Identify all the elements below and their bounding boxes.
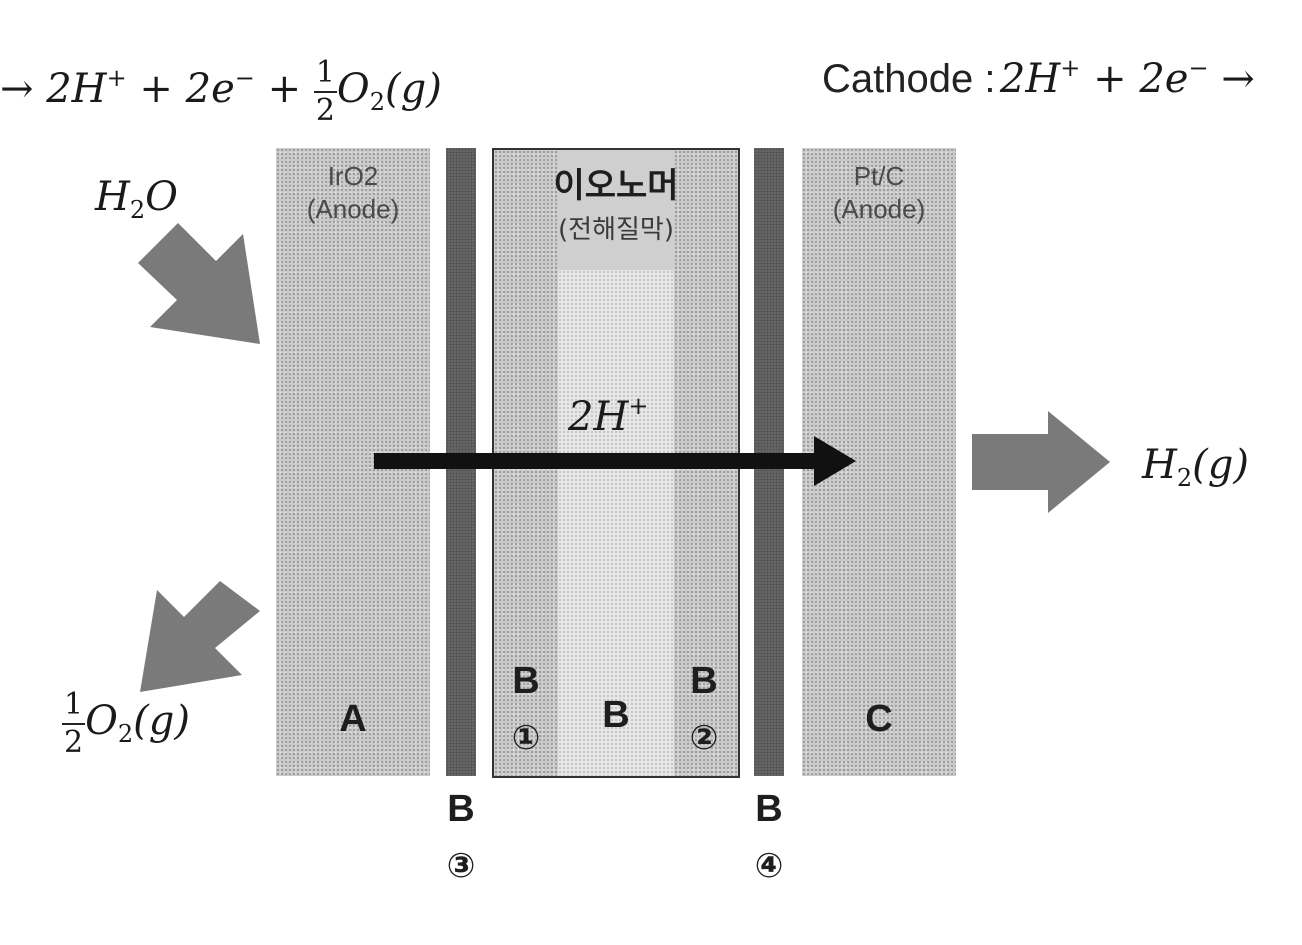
proton-flow-label: 2H+: [568, 392, 648, 440]
interface-strip-3: [446, 148, 476, 776]
hydrogen-output-label: H2(g): [1142, 442, 1249, 492]
oxygen-output-arrow: [140, 581, 260, 692]
water-input-label: H2O: [95, 174, 178, 224]
region-letter-a: A: [276, 698, 430, 741]
cathode-material-label: Pt/C (Anode): [802, 160, 956, 225]
water-input-arrow: [138, 223, 260, 344]
marker-b3-number: ③: [431, 846, 491, 886]
hydrogen-output-arrow: [972, 411, 1110, 513]
marker-b2-letter: B: [672, 660, 736, 703]
cathode-equation: Cathode : 2H+ + 2e− →: [822, 54, 1255, 102]
fraction-one-half: 12: [62, 690, 85, 758]
marker-b4-letter: B: [739, 788, 799, 831]
marker-b1-letter: B: [494, 660, 558, 703]
membrane-center-letter: B: [556, 694, 676, 737]
marker-b4-number: ④: [739, 846, 799, 886]
marker-b2-number: ②: [672, 718, 736, 758]
cathode-layer: [802, 148, 956, 776]
reaction-arrow: →: [0, 66, 34, 112]
anode-layer: [276, 148, 430, 776]
marker-b1-number: ①: [494, 718, 558, 758]
interface-strip-4: [754, 148, 784, 776]
fraction-one-half: 12: [314, 58, 337, 126]
anode-material-label: IrO2 (Anode): [276, 160, 430, 225]
marker-b3-letter: B: [431, 788, 491, 831]
region-letter-c: C: [802, 698, 956, 741]
anode-equation-partial: → 2H+ + 2e− + 12O2(g): [0, 58, 442, 126]
oxygen-output-label: 12O2(g): [62, 690, 190, 758]
cathode-label: Cathode :: [822, 57, 995, 101]
ionomer-label: 이오노머 (전해질막): [492, 158, 740, 246]
